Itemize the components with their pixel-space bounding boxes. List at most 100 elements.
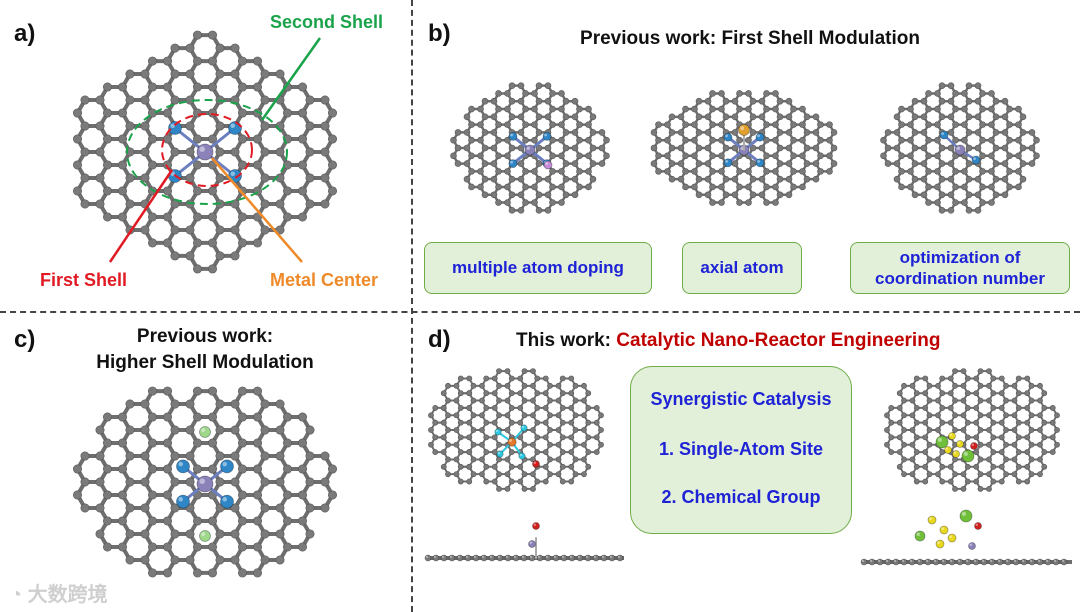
carbon-atom xyxy=(562,160,570,167)
carbon-atom xyxy=(998,419,1005,426)
carbon-atom xyxy=(445,412,451,419)
carbon-atom xyxy=(935,427,941,433)
carbon-atom xyxy=(148,412,158,422)
chemical-group-atom-highlight xyxy=(961,511,967,516)
carbon-atom xyxy=(521,397,528,404)
carbon-atom xyxy=(979,121,986,128)
second-shell-ellipse xyxy=(126,99,288,205)
carbon-atom xyxy=(555,397,562,404)
carbon-atom xyxy=(1024,478,1031,485)
carbon-atom xyxy=(297,438,307,448)
carbon-atom xyxy=(603,136,610,144)
carbon-atom xyxy=(576,152,583,160)
carbon-atom xyxy=(924,558,932,566)
carbon-atom xyxy=(812,144,820,152)
sulfur-atom-highlight xyxy=(957,441,961,444)
carbon-atom xyxy=(571,113,579,121)
carbon-atom xyxy=(799,105,806,113)
carbon-atom-highlight xyxy=(465,555,468,558)
carbon-atom xyxy=(909,471,916,478)
carbon-atom xyxy=(926,382,933,389)
carbon-atom xyxy=(522,105,529,113)
carbon-atom xyxy=(297,412,307,422)
carbon-atom xyxy=(193,238,203,248)
carbon-atom xyxy=(530,456,536,463)
carbon-atom xyxy=(960,412,967,419)
carbon-atom xyxy=(185,173,195,183)
carbon-atom xyxy=(1003,456,1009,463)
carbon-atom xyxy=(558,152,565,160)
carbon-atom xyxy=(576,183,583,191)
carbon-atom xyxy=(185,477,195,487)
carbon-atom xyxy=(282,516,292,526)
carbon-atom xyxy=(453,441,460,448)
carbon-atom xyxy=(282,412,292,422)
carbon-atom-highlight xyxy=(997,559,1000,562)
carbon-atom-highlight xyxy=(537,555,540,558)
carbon-atom xyxy=(215,69,225,79)
carbon-atom xyxy=(535,144,543,152)
carbon-atom xyxy=(776,129,784,136)
panel-c-graphene-figure xyxy=(73,386,337,578)
carbon-atom xyxy=(260,173,270,183)
carbon-atom xyxy=(253,386,263,396)
carbon-atom xyxy=(483,375,490,382)
carbon-atom xyxy=(544,191,552,199)
carbon-atom xyxy=(238,542,248,552)
carbon-atom xyxy=(938,191,946,199)
carbon-atom xyxy=(722,113,730,121)
carbon-atom xyxy=(1037,427,1043,433)
carbon-atom xyxy=(238,490,248,500)
carbon-atom xyxy=(585,136,592,144)
nitrogen-atom xyxy=(542,132,552,141)
carbon-atom xyxy=(1015,405,1022,411)
carbon-atom xyxy=(1011,471,1018,478)
carbon-atom xyxy=(230,451,240,461)
carbon-atom xyxy=(470,397,477,404)
carbon-atom xyxy=(468,152,475,160)
carbon-atom xyxy=(803,129,811,136)
carbon-atom xyxy=(559,390,566,397)
carbon-atom xyxy=(939,463,946,470)
carbon-atom xyxy=(163,186,173,196)
sulfur-atom-highlight xyxy=(949,535,952,538)
carbon-atom xyxy=(495,121,502,128)
carbon-atom xyxy=(531,121,538,128)
carbon-atom xyxy=(990,405,997,411)
carbon-atom xyxy=(118,212,128,222)
carbon-atom xyxy=(193,56,203,66)
carbon-atom xyxy=(454,144,462,152)
carbon-atom xyxy=(1028,382,1035,389)
carbon-atom xyxy=(457,434,464,441)
carbon-atom xyxy=(1003,441,1009,448)
nitrogen-atom xyxy=(220,494,234,509)
carbon-atom xyxy=(305,477,315,487)
carbon-atom xyxy=(939,375,946,382)
panel-d-title-prefix: This work: xyxy=(516,330,617,351)
carbon-atom xyxy=(952,152,959,160)
panel-a-graphene xyxy=(73,30,337,274)
carbon-atom xyxy=(922,419,929,426)
carbon-atom xyxy=(238,412,248,422)
carbon-atom xyxy=(445,382,451,389)
carbon-atom xyxy=(297,108,307,118)
carbon-atom xyxy=(544,97,552,105)
carbon-atom xyxy=(939,419,946,426)
carbon-atom xyxy=(650,129,658,136)
carbon-atom xyxy=(477,121,484,128)
carbon-atom xyxy=(986,441,992,448)
carbon-atom xyxy=(547,456,553,463)
carbon-atom xyxy=(973,419,980,426)
carbon-atom xyxy=(952,471,958,478)
carbon-atom xyxy=(668,160,676,167)
carbon-atom xyxy=(118,438,128,448)
carbon-atom xyxy=(1041,390,1048,397)
carbon-atom xyxy=(1037,471,1043,478)
carbon-atom xyxy=(320,173,330,183)
carbon-atom xyxy=(884,558,892,566)
carbon-atom xyxy=(95,529,105,539)
carbon-atom xyxy=(961,183,968,191)
carbon-atom xyxy=(731,129,739,136)
carbon-atom xyxy=(998,478,1005,485)
carbon-atom xyxy=(466,419,473,426)
